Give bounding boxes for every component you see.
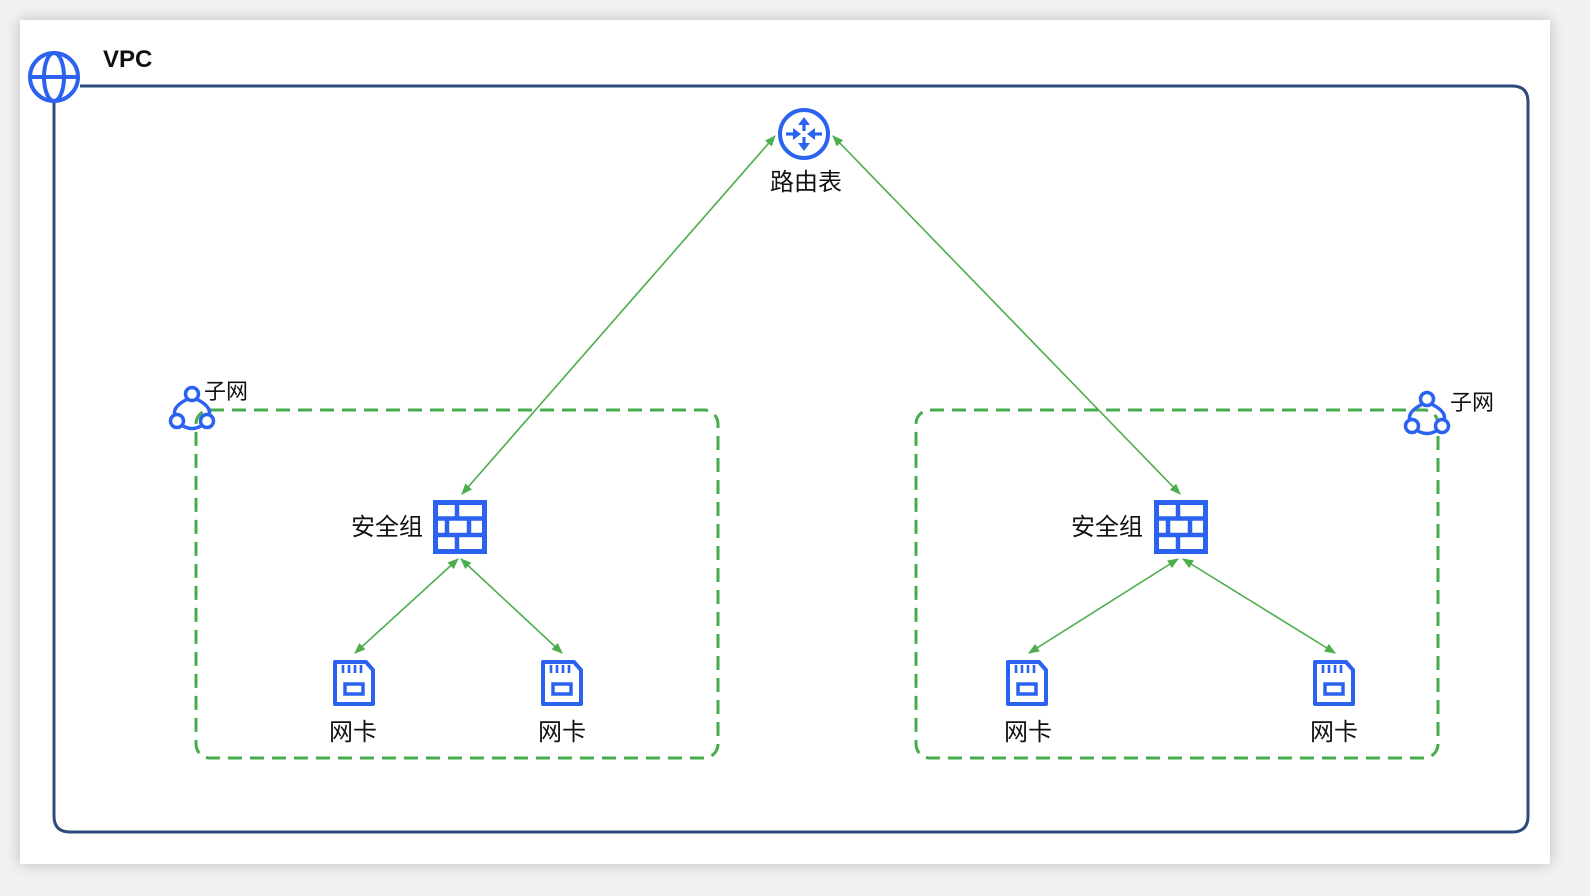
nic-left-1-label: 网卡 (329, 718, 377, 746)
firewall-icon (433, 500, 487, 554)
diagram-canvas (20, 20, 1550, 864)
link-router-sg-left (461, 135, 776, 495)
firewall-icon (1154, 500, 1208, 554)
nic-icon (1006, 660, 1048, 706)
nic-right-2-label: 网卡 (1310, 718, 1358, 746)
subnet-icon (168, 385, 216, 431)
vpc-border (52, 84, 1530, 834)
connections (354, 135, 1336, 654)
link-sg-left-nic-2 (460, 558, 563, 654)
link-router-sg-right (832, 135, 1181, 495)
link-sg-left-nic-1 (354, 558, 459, 654)
subnet-box-right (914, 408, 1440, 760)
subnet-box-left (194, 408, 720, 760)
subnet-left-label: 子网 (204, 380, 248, 405)
vpc-label: VPC (103, 46, 152, 73)
subnet-right-label: 子网 (1450, 391, 1494, 416)
link-sg-right-nic-1 (1028, 558, 1179, 654)
subnet-icon (1403, 390, 1451, 436)
nic-right-1-label: 网卡 (1004, 718, 1052, 746)
globe-icon (28, 51, 80, 103)
link-sg-right-nic-2 (1182, 558, 1336, 654)
security-group-right-label: 安全组 (1071, 513, 1143, 541)
router-icon (778, 108, 830, 160)
nic-icon (333, 660, 375, 706)
nic-icon (541, 660, 583, 706)
nic-icon (1313, 660, 1355, 706)
nic-left-2-label: 网卡 (538, 718, 586, 746)
security-group-left-label: 安全组 (351, 513, 423, 541)
route-table-label: 路由表 (770, 168, 842, 196)
